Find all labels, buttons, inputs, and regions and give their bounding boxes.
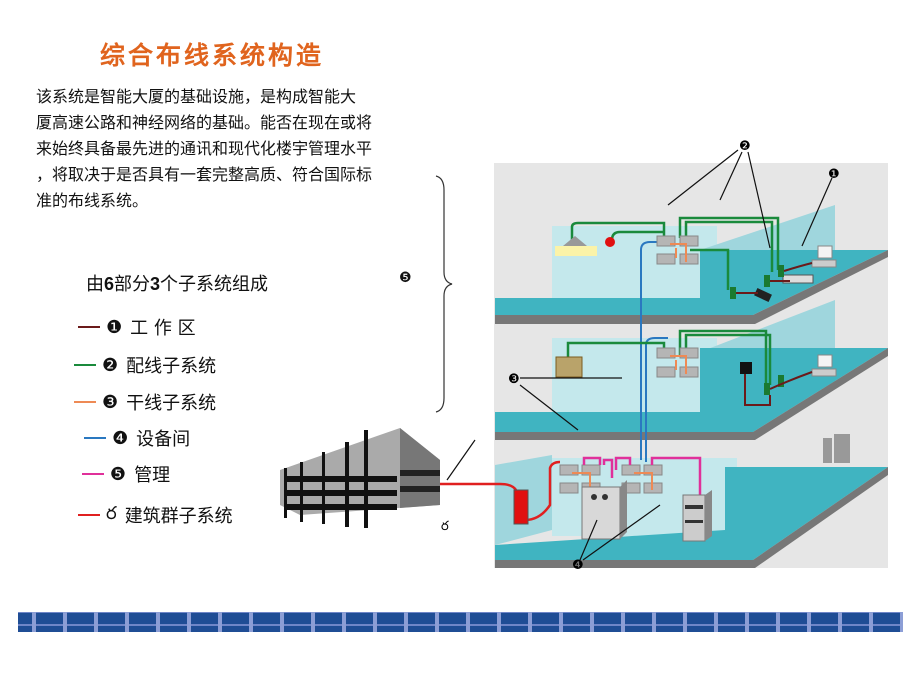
number-icon: ❺ xyxy=(110,463,127,485)
legend-label: 工 作 区 xyxy=(130,318,196,339)
campus-cable xyxy=(440,460,561,522)
paragraph-line: 来始终具备最先进的通讯和现代化楼宇管理水平 xyxy=(36,139,373,158)
administration-cables xyxy=(582,456,702,495)
campus-entrance-box xyxy=(513,489,529,525)
legend-label: 配线子系统 xyxy=(126,356,217,377)
legend-line xyxy=(84,437,106,439)
paragraph-line: 厦高速公路和神经网络的基础。能否在现在或将 xyxy=(36,113,373,132)
label-horizontal: ❷ xyxy=(739,139,751,154)
legend-label: 干线子系统 xyxy=(126,393,217,414)
campus-building-icon xyxy=(823,434,850,463)
number-icon: ❹ xyxy=(112,427,129,449)
legend-line xyxy=(74,364,96,366)
number-icon: ❸ xyxy=(102,391,119,413)
legend-item-campus: ర 建筑群子系统 xyxy=(78,502,233,528)
cross-connects xyxy=(572,243,687,490)
computer-icon xyxy=(811,354,837,377)
server-rack xyxy=(682,490,712,542)
legend-item-equipment-room: ❹ 设备间 xyxy=(84,425,190,451)
label-backbone: ❸ xyxy=(508,372,520,387)
floor-slab-middle xyxy=(495,348,888,432)
camera-icon xyxy=(740,362,752,374)
paragraph-line: ，将取决于是否具有一套完整高质、符合国际标 xyxy=(36,165,373,184)
floor-slab-bottom xyxy=(495,467,888,560)
backbone-cable xyxy=(640,241,668,462)
legend-line xyxy=(78,326,100,328)
curly-bracket xyxy=(435,175,453,413)
slide-title: 综合布线系统构造 xyxy=(100,41,325,70)
label-equipment-room: ❹ xyxy=(572,558,584,573)
legend-item-backbone: ❸ 干线子系统 xyxy=(74,389,216,415)
campus-link-icon: ర xyxy=(441,519,449,534)
computer-icon xyxy=(811,245,837,268)
intro-paragraph: 该系统是智能大厦的基础设施，是构成智能大 厦高速公路和神经网络的基础。能否在现在… xyxy=(36,84,491,214)
summary-text: 部分 xyxy=(114,274,151,295)
label-work-area: ❶ xyxy=(828,167,840,182)
work-area-cables xyxy=(736,262,813,406)
legend-item-horizontal: ❷ 配线子系统 xyxy=(74,352,216,378)
legend-label: 建筑群子系统 xyxy=(124,506,233,527)
number-icon: ❷ xyxy=(102,354,119,376)
floor-edge xyxy=(495,250,888,324)
floor-edge xyxy=(495,348,888,440)
phone-icon xyxy=(754,287,772,303)
legend-line xyxy=(78,514,100,516)
paragraph-line: 准的布线系统。 xyxy=(36,191,149,210)
horizontal-cables xyxy=(566,216,780,385)
campus-building-illustration xyxy=(280,428,440,528)
summary-text: 由 xyxy=(86,274,104,295)
equipment-cabinet xyxy=(581,480,627,540)
decorative-circuit-band xyxy=(18,612,903,632)
monitor-display-icon xyxy=(555,356,583,378)
floor-edge xyxy=(495,467,888,568)
legend-label: 设备间 xyxy=(136,429,191,450)
wall-outlets xyxy=(730,265,784,395)
printer-icon xyxy=(782,274,814,284)
paragraph-line: 该系统是智能大厦的基础设施，是构成智能大 xyxy=(36,87,357,106)
campus-link-icon: ర xyxy=(106,502,117,524)
lamp-light xyxy=(555,246,597,256)
bracket-label: ❺ xyxy=(399,270,412,286)
callout-arrows xyxy=(446,149,833,561)
summary-count: 6 xyxy=(104,274,115,294)
legend-item-administration: ❺ 管理 xyxy=(82,461,170,487)
floor-slab-top xyxy=(495,250,888,315)
summary-count: 3 xyxy=(150,274,161,294)
legend-line xyxy=(82,473,104,475)
subsystem-summary: 由6部分3个子系统组成 xyxy=(86,270,268,296)
ceiling-lamp-icon xyxy=(563,236,587,246)
number-icon: ❶ xyxy=(106,316,123,338)
legend-line xyxy=(74,401,96,403)
patch-panels xyxy=(559,235,699,494)
legend-label: 管理 xyxy=(134,465,171,486)
summary-text: 个子系统组成 xyxy=(160,274,269,295)
legend-item-work-area: ❶ 工 作 区 xyxy=(78,314,196,340)
alarm-bell-icon xyxy=(605,237,615,247)
